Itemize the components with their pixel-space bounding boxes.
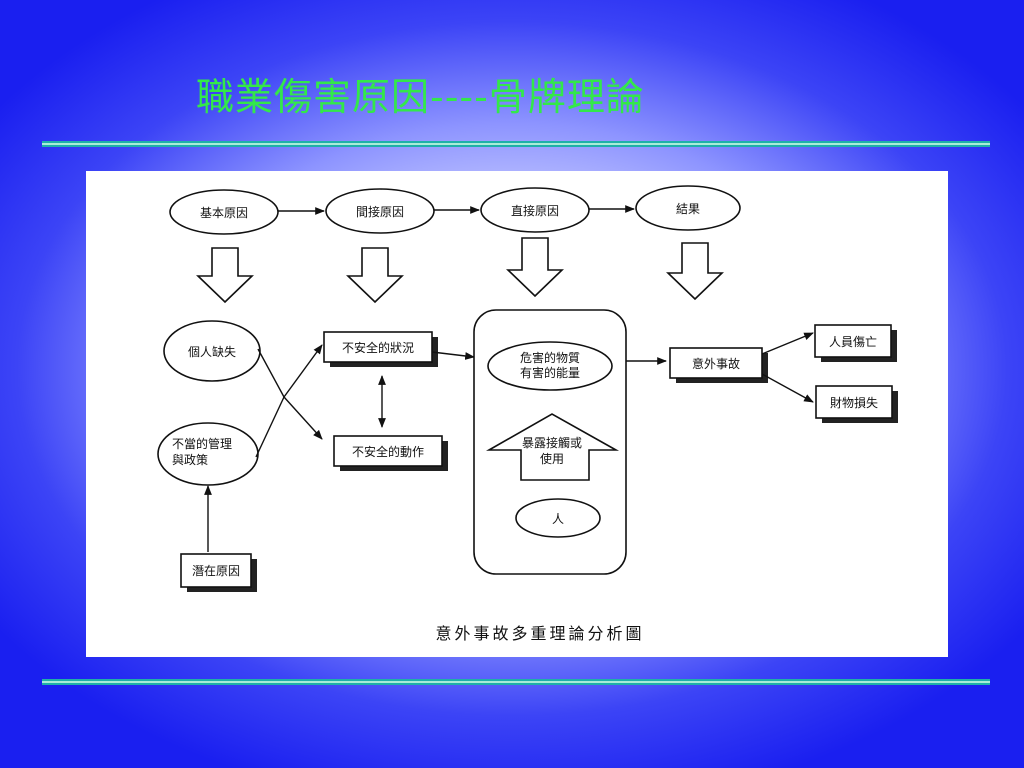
connector-personal xyxy=(257,348,285,398)
down-arrow-2 xyxy=(346,247,404,304)
hazard-label-1: 危害的物質 xyxy=(520,350,580,365)
arrow-to-unsafe-condition xyxy=(283,344,323,398)
title-divider xyxy=(42,141,990,147)
indirect-cause-label: 間接原因 xyxy=(356,204,404,219)
node-direct-cause: 直接原因 xyxy=(480,187,590,233)
diagram-caption: 意外事故多重理論分析圖 xyxy=(435,624,644,643)
arrow-to-property-loss xyxy=(761,373,814,403)
arrow-condition-to-hazard xyxy=(431,351,475,360)
hazard-label-2: 有害的能量 xyxy=(520,365,580,380)
direct-cause-label: 直接原因 xyxy=(511,203,559,218)
connector-mgmt xyxy=(255,396,285,458)
bottom-divider xyxy=(42,679,990,685)
node-exposure: 暴露接觸或 使用 xyxy=(485,413,620,481)
node-accident: 意外事故 xyxy=(669,347,768,383)
property-loss-label: 財物損失 xyxy=(830,395,878,410)
injury-label: 人員傷亡 xyxy=(829,334,877,349)
arrow-to-injury xyxy=(761,332,814,355)
node-result: 結果 xyxy=(635,185,741,231)
domino-diagram: 基本原因 間接原因 直接原因 結果 個人缺失 不當的管理 xyxy=(157,185,898,643)
node-unsafe-act: 不安全的動作 xyxy=(333,435,448,471)
personal-fault-label: 個人缺失 xyxy=(188,344,236,359)
node-hazard: 危害的物質 有害的能量 xyxy=(487,341,613,391)
node-indirect-cause: 間接原因 xyxy=(325,188,435,234)
arrow-to-unsafe-act xyxy=(283,396,323,440)
down-arrow-4 xyxy=(666,242,724,301)
down-arrow-1 xyxy=(196,247,254,304)
node-latent-cause: 潛在原因 xyxy=(180,553,257,592)
person-label: 人 xyxy=(552,512,564,526)
basic-cause-label: 基本原因 xyxy=(200,206,248,220)
node-personal-fault: 個人缺失 xyxy=(163,320,261,382)
unsafe-condition-label: 不安全的狀況 xyxy=(342,340,414,355)
down-arrow-3 xyxy=(506,237,564,298)
unsafe-act-label: 不安全的動作 xyxy=(352,444,424,459)
improper-mgmt-label-1: 不當的管理 xyxy=(172,436,232,451)
latent-cause-label: 潛在原因 xyxy=(192,564,240,578)
node-unsafe-condition: 不安全的狀況 xyxy=(323,331,438,367)
slide-title: 職業傷害原因----骨牌理論 xyxy=(196,75,645,119)
result-label: 結果 xyxy=(676,202,700,216)
node-property-loss: 財物損失 xyxy=(815,385,898,423)
exposure-label-1: 暴露接觸或 xyxy=(522,435,582,450)
accident-label: 意外事故 xyxy=(692,356,740,371)
node-person: 人 xyxy=(515,498,601,538)
node-injury: 人員傷亡 xyxy=(814,324,897,362)
node-basic-cause: 基本原因 xyxy=(169,189,279,235)
exposure-label-2: 使用 xyxy=(540,451,564,466)
improper-mgmt-label-2: 與政策 xyxy=(172,453,208,467)
node-improper-management: 不當的管理 與政策 xyxy=(157,422,259,486)
diagram-panel: 基本原因 間接原因 直接原因 結果 個人缺失 不當的管理 xyxy=(86,171,948,657)
